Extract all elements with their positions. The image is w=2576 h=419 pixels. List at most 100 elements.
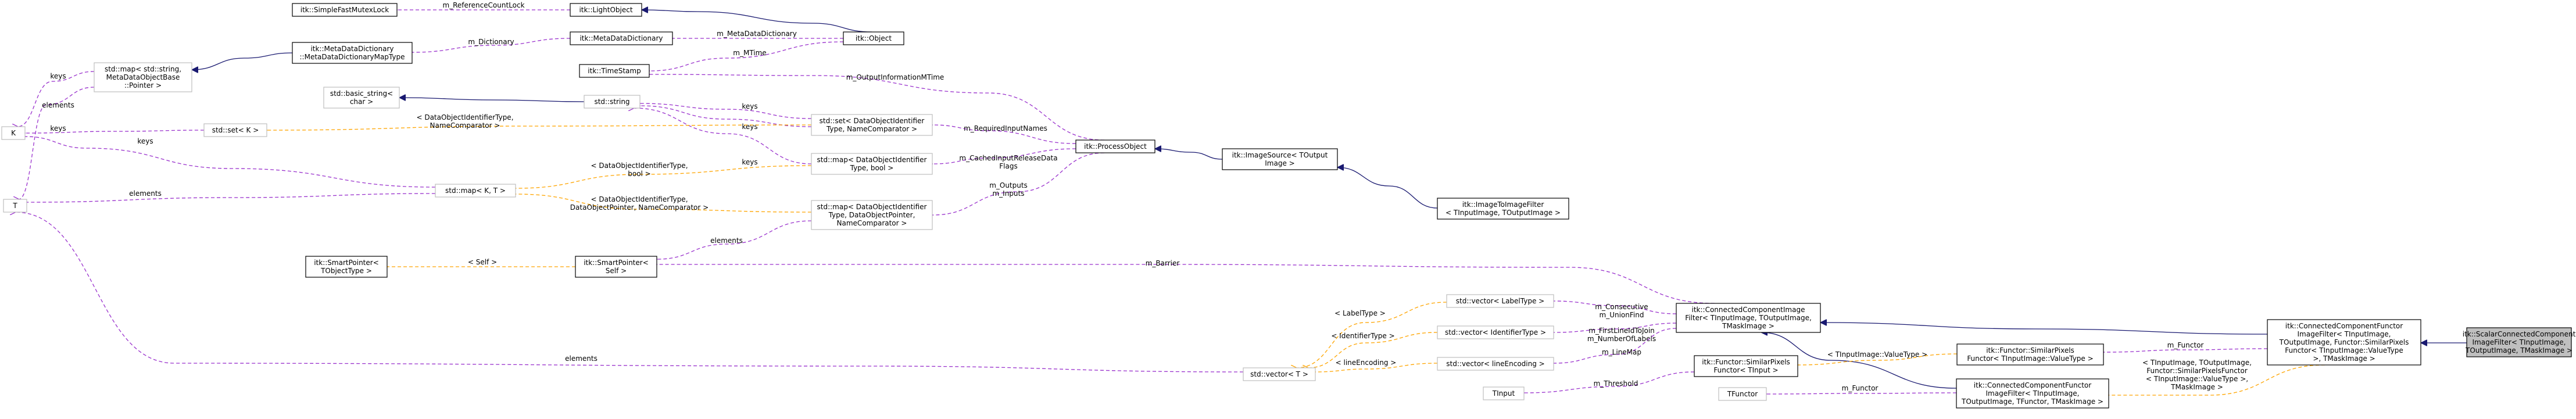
class-node-box[interactable]	[1222, 148, 1338, 170]
class-node-box[interactable]	[203, 123, 267, 137]
class-node-vec_idtype[interactable]: std::vector< IdentifierType >	[1437, 325, 1554, 339]
class-node-ccf_image[interactable]: itk::ConnectedComponentFunctorImageFilte…	[2267, 319, 2421, 366]
edge-e9: keys	[17, 71, 95, 127]
edge-e36	[1820, 323, 2268, 335]
edge-label: m_Dictionary	[468, 38, 514, 46]
class-node-box[interactable]	[94, 62, 192, 92]
class-node-stdset_K[interactable]: std::set< K >	[203, 123, 267, 137]
class-node-box[interactable]	[305, 256, 388, 278]
class-node-stdmap_str[interactable]: std::map< std::string,MetaDataObjectBase…	[94, 62, 192, 92]
class-node-K[interactable]: K	[1, 126, 26, 140]
class-node-object[interactable]: itk::Object	[843, 31, 904, 45]
class-node-vec_lineenc[interactable]: std::vector< lineEncoding >	[1437, 357, 1554, 371]
edge-label: m_LineMap	[1602, 348, 1641, 356]
class-node-box[interactable]	[1718, 387, 1767, 401]
class-node-box[interactable]	[1437, 357, 1554, 371]
class-node-box[interactable]	[1, 126, 26, 140]
class-node-sp_self[interactable]: itk::SmartPointer<Self >	[575, 256, 657, 278]
class-node-mddict[interactable]: itk::MetaDataDictionary	[570, 31, 673, 45]
class-node-vec_T[interactable]: std::vector< T >	[1243, 367, 1316, 381]
class-node-label: itk::ConnectedComponentFunctor	[1974, 381, 2091, 389]
class-node-lightobject[interactable]: itk::LightObject	[570, 3, 642, 17]
class-node-stdset_did[interactable]: std::set< DataObjectIdentifierType, Name…	[811, 114, 933, 136]
class-node-vec_labeltype[interactable]: std::vector< LabelType >	[1446, 294, 1554, 308]
class-node-label: itk::ImageSource< TOutput	[1232, 151, 1328, 159]
class-node-box[interactable]	[323, 87, 400, 109]
class-node-box[interactable]	[843, 31, 904, 45]
class-node-box[interactable]	[811, 114, 933, 136]
class-node-box[interactable]	[3, 199, 27, 213]
class-node-box[interactable]	[811, 153, 933, 175]
class-node-box[interactable]	[1243, 367, 1316, 381]
class-node-box[interactable]	[292, 3, 398, 17]
class-node-imagetoimage[interactable]: itk::ImageToImageFilter< TInputImage, TO…	[1437, 198, 1569, 220]
class-node-box[interactable]	[570, 3, 642, 17]
class-node-tinput[interactable]: TInput	[1483, 386, 1525, 400]
class-node-sp_tobj[interactable]: itk::SmartPointer<TObjectType >	[305, 256, 388, 278]
class-node-mdmaptype[interactable]: itk::MetaDataDictionary::MetaDataDiction…	[292, 42, 413, 64]
class-node-stdmap_didbool[interactable]: std::map< DataObjectIdentifierType, bool…	[811, 153, 933, 175]
class-node-label: Type, bool >	[850, 164, 894, 172]
class-node-box[interactable]	[1956, 378, 2109, 409]
class-node-stdmap_KT[interactable]: std::map< K, T >	[435, 184, 516, 198]
edge-e42: < TInputImage, TOutputImage,Functor::Sim…	[2109, 359, 2325, 395]
edge-e14: keys	[634, 108, 812, 166]
class-node-label: char >	[350, 98, 373, 106]
class-node-tfunctor[interactable]: TFunctor	[1718, 387, 1767, 401]
edge-label: < LabelType >	[1334, 309, 1386, 317]
class-node-box[interactable]	[1676, 303, 1821, 333]
class-node-box[interactable]	[1694, 355, 1798, 377]
edge-e13: keys	[640, 106, 812, 131]
class-node-box[interactable]	[1956, 343, 2104, 366]
class-node-box[interactable]	[570, 31, 673, 45]
class-node-scalar_cc[interactable]: itk::ScalarConnectedComponentImageFilter…	[2463, 327, 2576, 357]
edge-label: < DataObjectIdentifierType,	[591, 195, 688, 203]
edge-label: m_NumberOfLabels	[1587, 335, 1656, 343]
class-node-label: Functor< TInputImage::ValueType >	[1967, 354, 2093, 363]
class-node-ccf_generic[interactable]: itk::ConnectedComponentFunctorImageFilte…	[1956, 378, 2109, 409]
class-node-box[interactable]	[435, 184, 516, 198]
class-node-box[interactable]	[1437, 325, 1554, 339]
class-node-T[interactable]: T	[3, 199, 27, 213]
class-node-box[interactable]	[811, 200, 933, 230]
edge-e29: elements	[15, 212, 1244, 373]
class-node-stdstring[interactable]: std::string	[584, 95, 641, 109]
class-node-box[interactable]	[584, 95, 641, 109]
class-node-label: itk::ProcessObject	[1084, 142, 1147, 151]
class-node-basicstring[interactable]: std::basic_string<char >	[323, 87, 400, 109]
edge-e39: m_Threshold	[1524, 371, 1695, 393]
class-node-simpix_vt[interactable]: itk::Functor::SimilarPixelsFunctor< TInp…	[1956, 343, 2104, 366]
edge-e15: keys	[25, 124, 205, 133]
edge-e41: m_Functor	[1766, 384, 1957, 394]
class-node-box[interactable]	[575, 256, 657, 278]
edge-line-e33	[1554, 301, 1677, 314]
class-node-simpix_tin[interactable]: itk::Functor::SimilarPixelsFunctor< TInp…	[1694, 355, 1798, 377]
nodes-layer: itk::SimpleFastMutexLock itk::LightObject…	[1, 3, 2576, 409]
edge-label: Flags	[999, 162, 1017, 170]
class-node-box[interactable]	[2466, 327, 2572, 357]
class-node-box[interactable]	[1483, 386, 1525, 400]
class-node-imagesource[interactable]: itk::ImageSource< TOutputImage >	[1222, 148, 1338, 170]
class-node-box[interactable]	[1437, 198, 1569, 220]
class-node-box[interactable]	[1075, 139, 1155, 153]
edge-label: m_OutputInformationMTime	[846, 73, 944, 81]
class-node-label: std::map< DataObjectIdentifier	[817, 203, 927, 211]
edge-label: DataObjectPointer, NameComparator >	[570, 203, 709, 212]
class-node-stdmap_didptr[interactable]: std::map< DataObjectIdentifierType, Data…	[811, 200, 933, 230]
class-node-timestamp[interactable]: itk::TimeStamp	[579, 64, 650, 78]
class-node-box[interactable]	[1446, 294, 1554, 308]
edge-line-e26	[657, 220, 812, 259]
class-node-box[interactable]	[2267, 319, 2421, 366]
class-node-box[interactable]	[292, 42, 413, 64]
class-node-label: std::string	[594, 98, 629, 106]
class-node-label: TInput	[1492, 389, 1515, 397]
edge-label: keys	[50, 72, 66, 80]
class-node-processobject[interactable]: itk::ProcessObject	[1075, 139, 1155, 153]
class-node-label: Type, NameComparator >	[826, 125, 917, 133]
class-node-fastmutex[interactable]: itk::SimpleFastMutexLock	[292, 3, 398, 17]
class-node-box[interactable]	[579, 64, 650, 78]
